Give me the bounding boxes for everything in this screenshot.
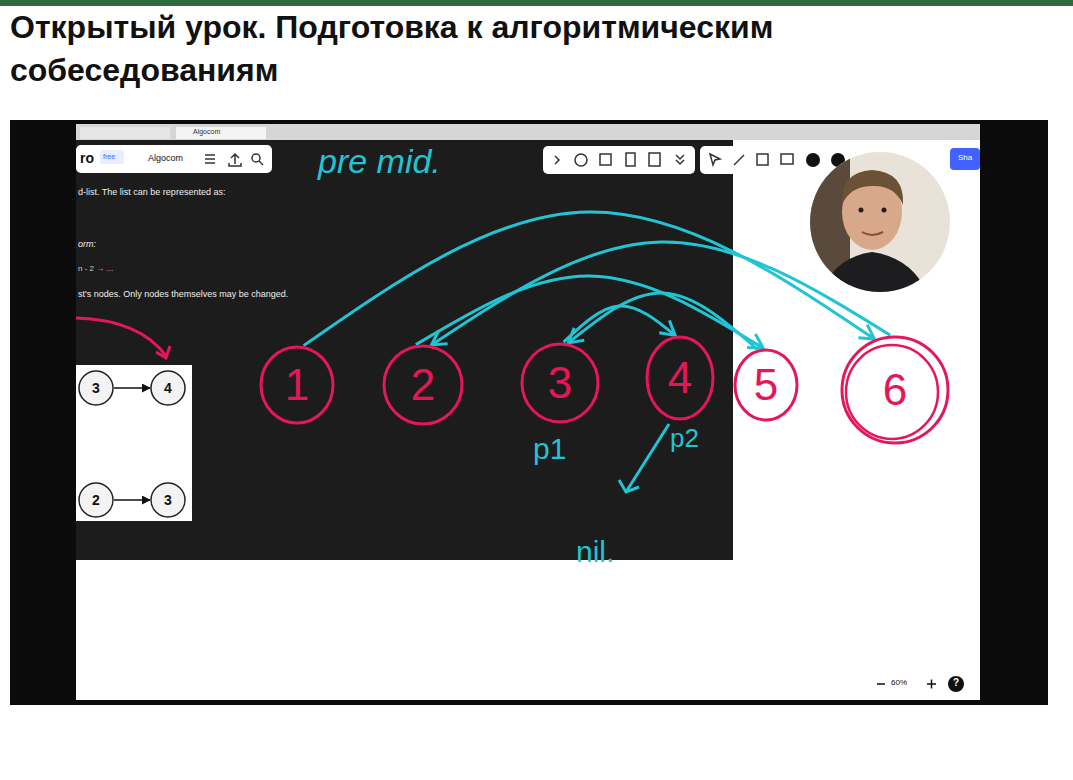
red-arrow [76,318,166,356]
list-node-circle: 6 [840,335,950,445]
help-button [948,676,964,692]
pointer-arrow [568,293,757,349]
toolbar-icons [205,154,263,166]
node-label: 4 [668,353,692,403]
screenshot-node: 4 [150,370,186,406]
circle-stroke [79,483,113,517]
zoom-out [877,683,885,685]
screenshot-node: 3 [78,370,114,406]
circle-stroke [647,337,713,419]
ui-text: 60% [891,678,907,687]
node-label: 6 [883,365,907,415]
zoom-in [927,680,936,689]
list-node-circle: 5 [733,348,799,422]
app-toolbar [76,145,272,173]
node-label: 3 [548,358,572,408]
list-node-circle: 2 [382,344,464,426]
handwritten-note: nil. [576,535,614,570]
screenshot-node: 2 [78,482,114,518]
list-arrow [114,499,150,501]
list-node-circle: 3 [520,342,600,424]
ui-text: Algocom [193,128,220,136]
node-label: 2 [92,492,100,508]
ui-text: n - 2 → ... [78,264,113,273]
screenshot-figure [76,365,192,521]
video-frame [10,120,1048,705]
screenshot-node: 3 [150,482,186,518]
ui-text: st's nodes. Only nodes themselves may be… [78,289,288,299]
circle-stroke [522,344,598,422]
ui-text: Sha [958,153,972,162]
board-toolbar [543,146,695,174]
circle-stroke [151,483,185,517]
circle-stroke [735,350,797,420]
handwritten-note: p1 [533,432,566,467]
node-label: 2 [411,360,435,410]
webcam [810,152,950,300]
share-button [950,148,980,170]
ui-text: ro [80,150,94,166]
badge [100,150,124,164]
ui-text: ? [953,677,959,689]
node-label: 3 [92,380,100,396]
node-label: 4 [164,380,172,396]
screenshot-image [76,140,733,560]
handwritten-note: p2 [670,424,699,454]
list-node-circle: 1 [259,345,335,425]
circle-stroke [384,346,462,424]
handwritten-note: pre mid. [318,142,441,181]
browser-tab [80,127,170,139]
list-node-circle: 4 [645,335,715,421]
ui-text: free [103,153,115,161]
circle-stroke [842,337,948,443]
node-label: 1 [285,360,309,410]
circle-stroke [846,345,938,439]
ui-text: Algocom [148,153,183,163]
browser-tabs [76,124,980,140]
node-label: 3 [164,492,172,508]
node-label: 5 [754,360,778,410]
nil-pointer [626,424,669,492]
circle-stroke [261,347,333,423]
ui-text: orm: [78,239,96,249]
arrow-head [156,346,170,358]
pointer-arrow [563,306,675,342]
whiteboard [76,140,980,700]
top-bar [0,0,1073,6]
arrow-head [619,480,639,492]
zoom-control [868,670,978,697]
circle-stroke [151,371,185,405]
list-arrow [114,387,150,389]
toolbar-icons [555,153,793,166]
ui-text: d-list. The list can be represented as: [78,187,225,197]
browser-tab [176,127,266,139]
page-title: Открытый урок. Подготовка к алгоритмичес… [10,6,890,92]
circle-stroke [79,371,113,405]
